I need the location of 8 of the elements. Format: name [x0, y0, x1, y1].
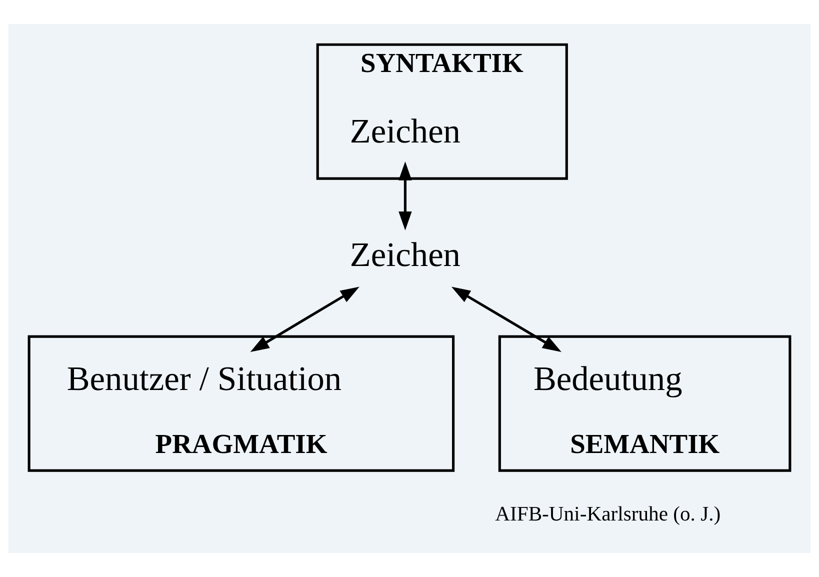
arrow [451, 286, 562, 352]
node-text: Bedeutung [533, 360, 682, 398]
node-text: Benutzer / Situation [66, 360, 342, 398]
arrow [250, 286, 360, 352]
arrow [398, 161, 412, 230]
label: AIFB-Uni-Karlsruhe (o. J.) [495, 504, 721, 526]
node-text: Zeichen [350, 236, 461, 274]
node-text: Zeichen [350, 112, 461, 151]
